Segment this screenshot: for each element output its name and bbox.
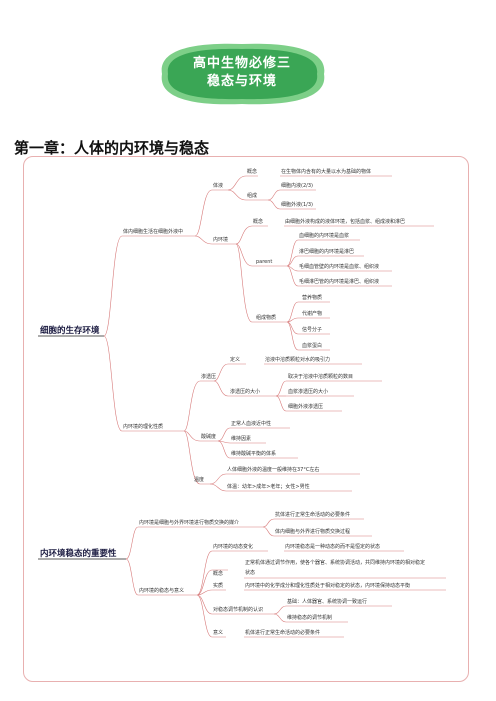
- node-temperature: 温度: [194, 477, 205, 483]
- leaf-concept-text-1: 正常机体通过调节作用，使各个器官、系统协调活动，共同维持内环境的相对稳定: [245, 560, 426, 566]
- leaf-substance-1: 营养物质: [302, 295, 323, 301]
- section-title-homeostasis-importance: 内环境稳态的重要性: [40, 549, 117, 559]
- mindmap-frame: [23, 156, 469, 682]
- node-internal-env-concept: 概念: [253, 219, 264, 225]
- leaf-ph-1: 正常人血液近中性: [231, 421, 272, 427]
- branch-exchange-medium: 内环境是细胞与外界环境进行物质交换的媒介: [139, 520, 240, 526]
- leaf-parent-4: 毛细淋巴管的内环境是淋巴、组织液: [299, 279, 380, 285]
- title-badge-shape: [161, 43, 325, 105]
- leaf-dynamic-text: 内环境稳态是一种动态的而不是恒定的状态: [285, 544, 381, 550]
- node-body-fluid-concept: 概念: [247, 169, 258, 175]
- leaf-temperature-1: 人体细胞外液的温度一般维持在37°C左右: [227, 467, 320, 473]
- leaf-meaning-text: 机体进行正常生命活动的必要条件: [245, 630, 321, 636]
- node-substances: 组成物质: [256, 315, 277, 321]
- leaf-substance-4: 血浆蛋白: [302, 343, 323, 349]
- node-parent: parent: [256, 259, 273, 265]
- badge-line-2: 稳态与环境: [206, 74, 277, 89]
- leaf-internal-env-concept-text: 由细胞外液构成的液体环境，包括血浆、组成液和淋巴: [285, 219, 406, 225]
- node-dynamic-change: 内环境的动态变化: [213, 544, 254, 550]
- branch-cells-in-extracellular-fluid: 体内细胞生活在细胞外液中: [123, 229, 184, 235]
- chapter-heading: 第一章：人体的内环境与稳态: [14, 139, 210, 157]
- leaf-substance-3: 信号分子: [302, 327, 323, 333]
- leaf-osmotic-size-1: 取决于溶液中溶质颗粒的数目: [288, 374, 354, 380]
- leaf-parent-2: 淋巴细胞的内环境是淋巴: [299, 249, 355, 255]
- leaf-ph-2: 维持因素: [231, 436, 252, 442]
- branch-physicochemical: 内环境的理化性质: [123, 424, 164, 430]
- title-badge: 高中生物必修三 稳态与环境: [152, 55, 332, 91]
- leaf-intracellular-fluid: 细胞内液(2/3): [281, 183, 313, 189]
- node-ph: 酸碱度: [201, 434, 217, 440]
- leaf-substance-2: 代谢产物: [302, 311, 323, 317]
- leaf-essence-text: 内环境中的化学成分和理化性质处于相对稳定的状态，内环境保持动态平衡: [245, 583, 411, 589]
- node-homeostasis-concept: 概念: [213, 571, 224, 577]
- node-internal-environment: 内环境: [213, 237, 229, 243]
- section-title-cell-environment: 细胞的生存环境: [40, 326, 100, 336]
- node-osmotic-size: 渗透压的大小: [230, 389, 261, 395]
- leaf-parent-3: 毛细血管壁的内环境是血浆、组织液: [299, 264, 380, 270]
- node-meaning: 意义: [213, 630, 224, 636]
- leaf-body-fluid-concept-text: 在生物体内含有的大量以水为基础的物体: [281, 169, 372, 175]
- leaf-exchange-2: 体内细胞与外界进行物质交换过程: [275, 529, 351, 535]
- node-osmotic-definition: 定义: [230, 357, 241, 363]
- leaf-exchange-1: 抗体进行正常生命活动的必要条件: [275, 512, 351, 518]
- leaf-concept-text-2: 状态: [245, 570, 256, 576]
- node-regulation-mechanism: 对稳态调节机制的认识: [213, 607, 264, 613]
- leaf-osmotic-size-3: 细胞外液渗透压: [288, 404, 324, 410]
- leaf-mechanism-2: 维持稳态的调节机制: [287, 615, 333, 621]
- leaf-osmotic-definition-text: 溶液中溶质颗粒对水的吸引力: [265, 357, 331, 363]
- badge-line-1: 高中生物必修三: [192, 56, 291, 71]
- branch-homeostasis-meaning: 内环境的稳态与意义: [139, 588, 185, 594]
- leaf-osmotic-size-2: 血浆渗透压的大小: [288, 389, 329, 395]
- leaf-parent-1: 血细胞的内环境是血浆: [299, 233, 350, 239]
- node-body-fluid-composition: 组成: [247, 193, 258, 199]
- node-essence: 实质: [213, 583, 224, 589]
- leaf-extracellular-fluid: 细胞外液(1/3): [281, 202, 313, 208]
- leaf-mechanism-1: 基础：人体器官、系统协调一致运行: [287, 599, 368, 605]
- leaf-temperature-2: 体温：幼年>成年>老年；女性>男性: [227, 484, 310, 490]
- node-osmotic-pressure: 渗透压: [201, 374, 217, 380]
- node-body-fluid: 体液: [213, 183, 224, 189]
- leaf-ph-3: 维持酸碱平衡的体系: [231, 451, 277, 457]
